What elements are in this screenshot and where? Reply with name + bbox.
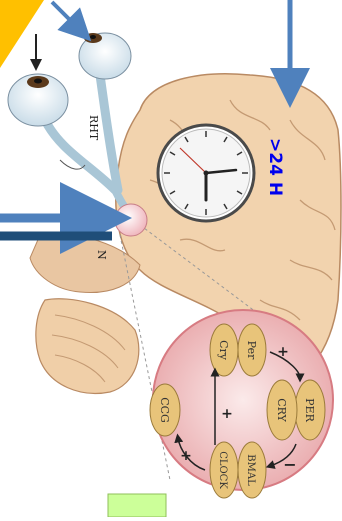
green-box [108, 494, 166, 517]
bmal-label: BMAL [245, 454, 256, 486]
clock-label: CLOCK [217, 451, 228, 489]
eye-upper [79, 33, 131, 79]
rht-label: RHT [87, 115, 100, 141]
cry-small-label: Cry [217, 340, 230, 361]
ccg-label: CCG [158, 397, 171, 423]
minus-sign: − [283, 455, 296, 474]
plus-sign-2: + [221, 406, 233, 422]
per-big-label: PER [303, 398, 316, 422]
period-label: >24 H [265, 138, 285, 196]
cry-big-label: CRY [275, 398, 288, 422]
yellow-highlight [0, 0, 44, 68]
n-label: N [95, 250, 108, 260]
clock-icon [158, 125, 254, 221]
per-small-label: Per [245, 341, 258, 360]
plus-sign-3: + [180, 448, 192, 464]
scn-node [115, 204, 147, 236]
arrow-to-eye-upper [52, 2, 80, 30]
plus-sign-1: + [277, 344, 289, 360]
eye-lower [8, 74, 68, 126]
